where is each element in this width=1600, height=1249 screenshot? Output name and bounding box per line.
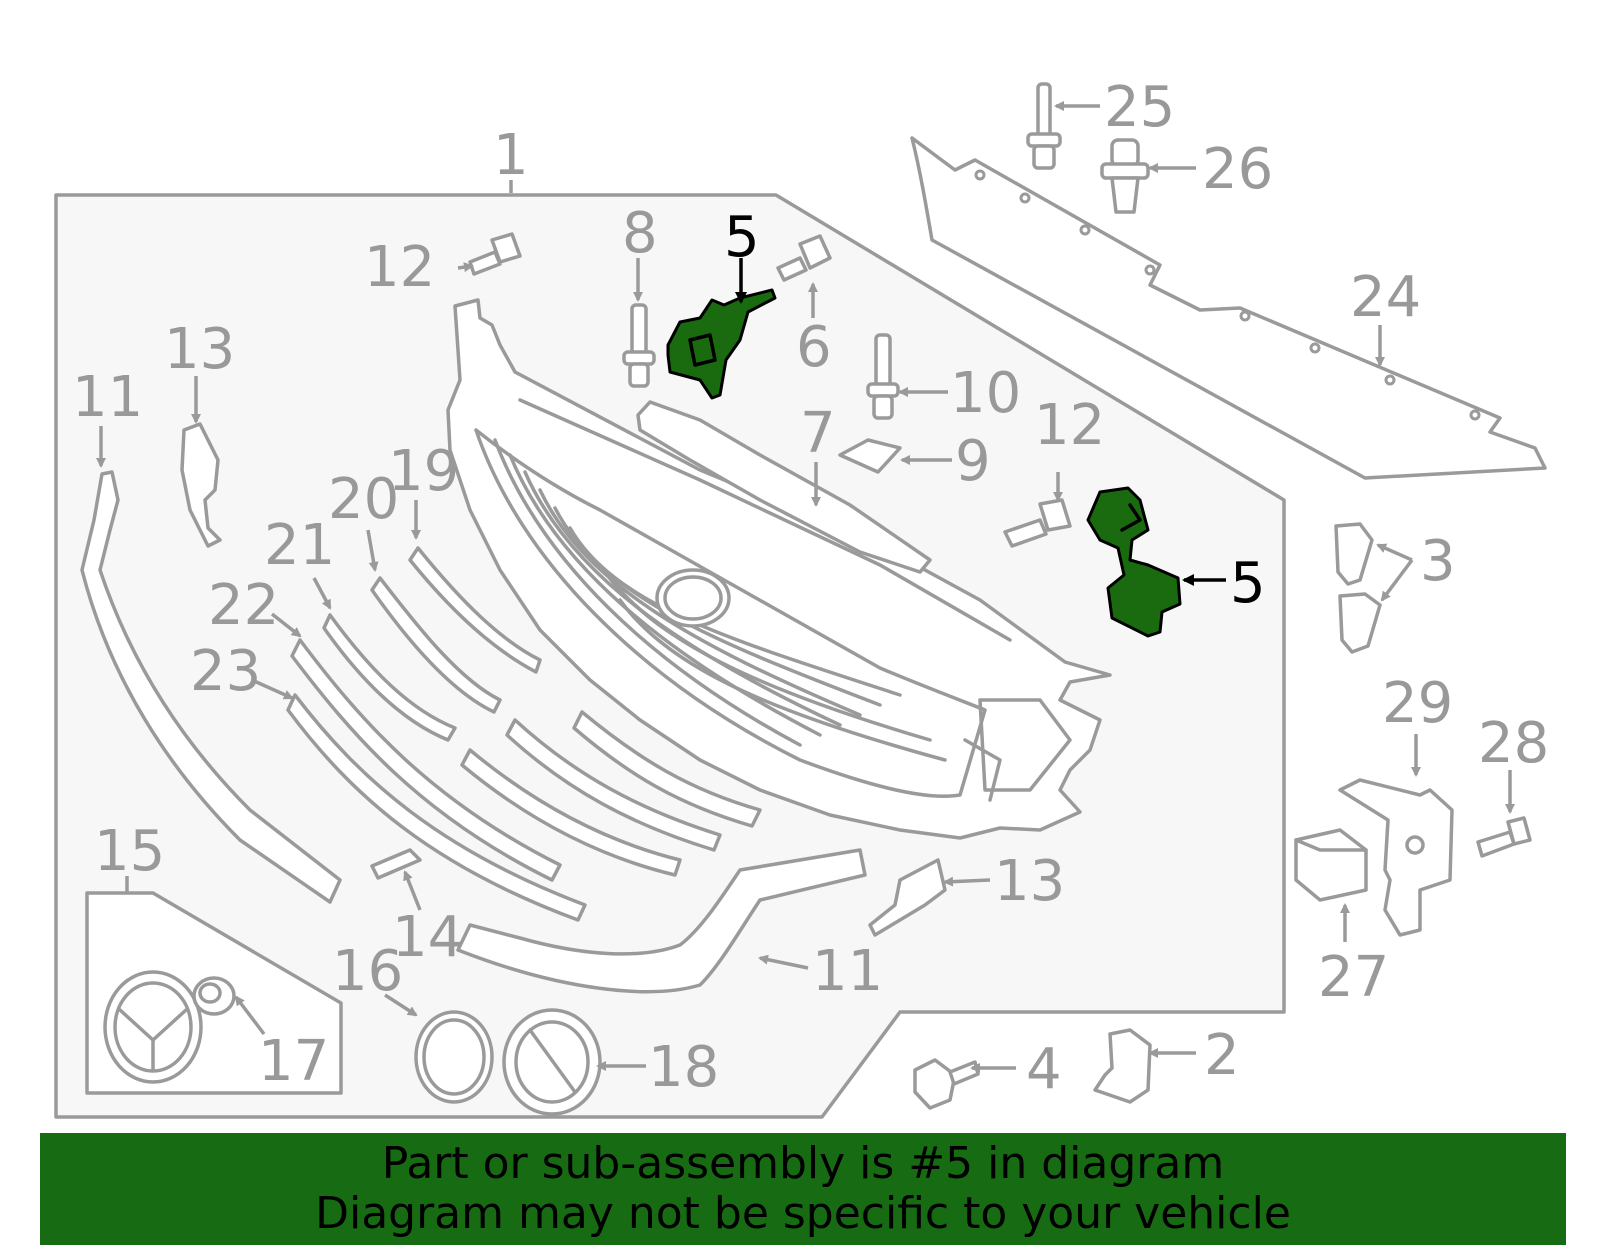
clip-2 — [1093, 1028, 1152, 1104]
sensor-cover-16 — [414, 1010, 494, 1104]
trim-strip-20 — [370, 576, 502, 714]
grille-body — [446, 298, 1112, 840]
lower-slat-c — [572, 710, 762, 828]
callout-8: 8 — [622, 201, 658, 266]
pin-10 — [866, 333, 900, 420]
callout-21: 21 — [264, 513, 335, 578]
bolt-28 — [1476, 816, 1532, 858]
module-27 — [1294, 828, 1368, 902]
moulding-11-left — [80, 470, 342, 904]
leader-lines — [96, 101, 1515, 1073]
bracket-5-left — [666, 288, 777, 400]
callout-5-upper: 5 — [724, 205, 760, 270]
callout-5-right: 5 — [1230, 551, 1266, 616]
clip-13-lower — [868, 858, 947, 937]
callout-13-left: 13 — [164, 317, 235, 382]
upper-cover-part — [910, 136, 1547, 480]
bracket-29 — [1338, 778, 1454, 937]
callout-18: 18 — [648, 1035, 719, 1100]
callout-2: 2 — [1204, 1023, 1240, 1088]
clip-3-upper — [1334, 522, 1374, 586]
callout-12-right: 12 — [1034, 393, 1105, 458]
callout-4: 4 — [1026, 1037, 1062, 1102]
callout-7: 7 — [800, 401, 836, 466]
clip-3-lower — [1338, 592, 1382, 654]
callout-3: 3 — [1420, 529, 1456, 594]
bracket-5-left-detail — [688, 333, 717, 367]
callout-27: 27 — [1318, 945, 1389, 1010]
bolt-12-upper — [468, 232, 522, 276]
trim-strip-22 — [290, 638, 562, 882]
clip-13-left — [180, 422, 222, 548]
callout-14: 14 — [392, 905, 463, 970]
callout-24: 24 — [1350, 265, 1421, 330]
notice-banner: Part or sub-assembly is #5 in diagram Di… — [40, 1133, 1566, 1245]
seal-9 — [838, 438, 902, 474]
callout-11-lower: 11 — [812, 939, 883, 1004]
callout-17: 17 — [258, 1029, 329, 1094]
trim-strip-19 — [408, 546, 542, 674]
bracket-5-right — [1086, 486, 1182, 638]
callout-22: 22 — [208, 573, 279, 638]
callout-26: 26 — [1202, 137, 1273, 202]
grommet-17 — [192, 976, 236, 1016]
callout-15: 15 — [94, 819, 165, 884]
callout-29: 29 — [1382, 671, 1453, 736]
callout-13-lower: 13 — [994, 849, 1065, 914]
bolt-4 — [913, 1058, 980, 1110]
lower-slat-a — [460, 748, 682, 877]
callout-19: 19 — [388, 439, 459, 504]
clip-14 — [370, 848, 422, 880]
trim-strip-23 — [286, 693, 587, 922]
callout-10: 10 — [950, 361, 1021, 426]
bolt-25 — [1026, 82, 1062, 170]
callout-9: 9 — [955, 429, 991, 494]
callout-23: 23 — [190, 639, 261, 704]
emblem-15 — [103, 970, 203, 1084]
callout-12-upper: 12 — [364, 235, 435, 300]
callout-16: 16 — [332, 939, 403, 1004]
banner-line-1: Part or sub-assembly is #5 in diagram — [381, 1138, 1225, 1189]
banner-line-2: Diagram may not be specific to your vehi… — [315, 1188, 1291, 1239]
callout-6: 6 — [796, 315, 832, 380]
callout-25: 25 — [1104, 75, 1175, 140]
callout-1: 1 — [493, 123, 529, 188]
ring-18 — [502, 1008, 602, 1116]
bracket-7 — [636, 400, 932, 574]
callout-20: 20 — [328, 467, 399, 532]
callout-11-left: 11 — [72, 365, 143, 430]
trim-strip-21 — [322, 613, 457, 742]
moulding-11-lower — [456, 848, 867, 994]
pin-8 — [622, 303, 656, 388]
clip-26 — [1100, 138, 1150, 214]
bracket-5-right-detail — [1120, 503, 1142, 532]
bolt-6 — [776, 234, 832, 282]
upper-cover-holes — [974, 169, 1481, 421]
callout-28: 28 — [1478, 711, 1549, 776]
lower-slat-b — [505, 718, 722, 852]
